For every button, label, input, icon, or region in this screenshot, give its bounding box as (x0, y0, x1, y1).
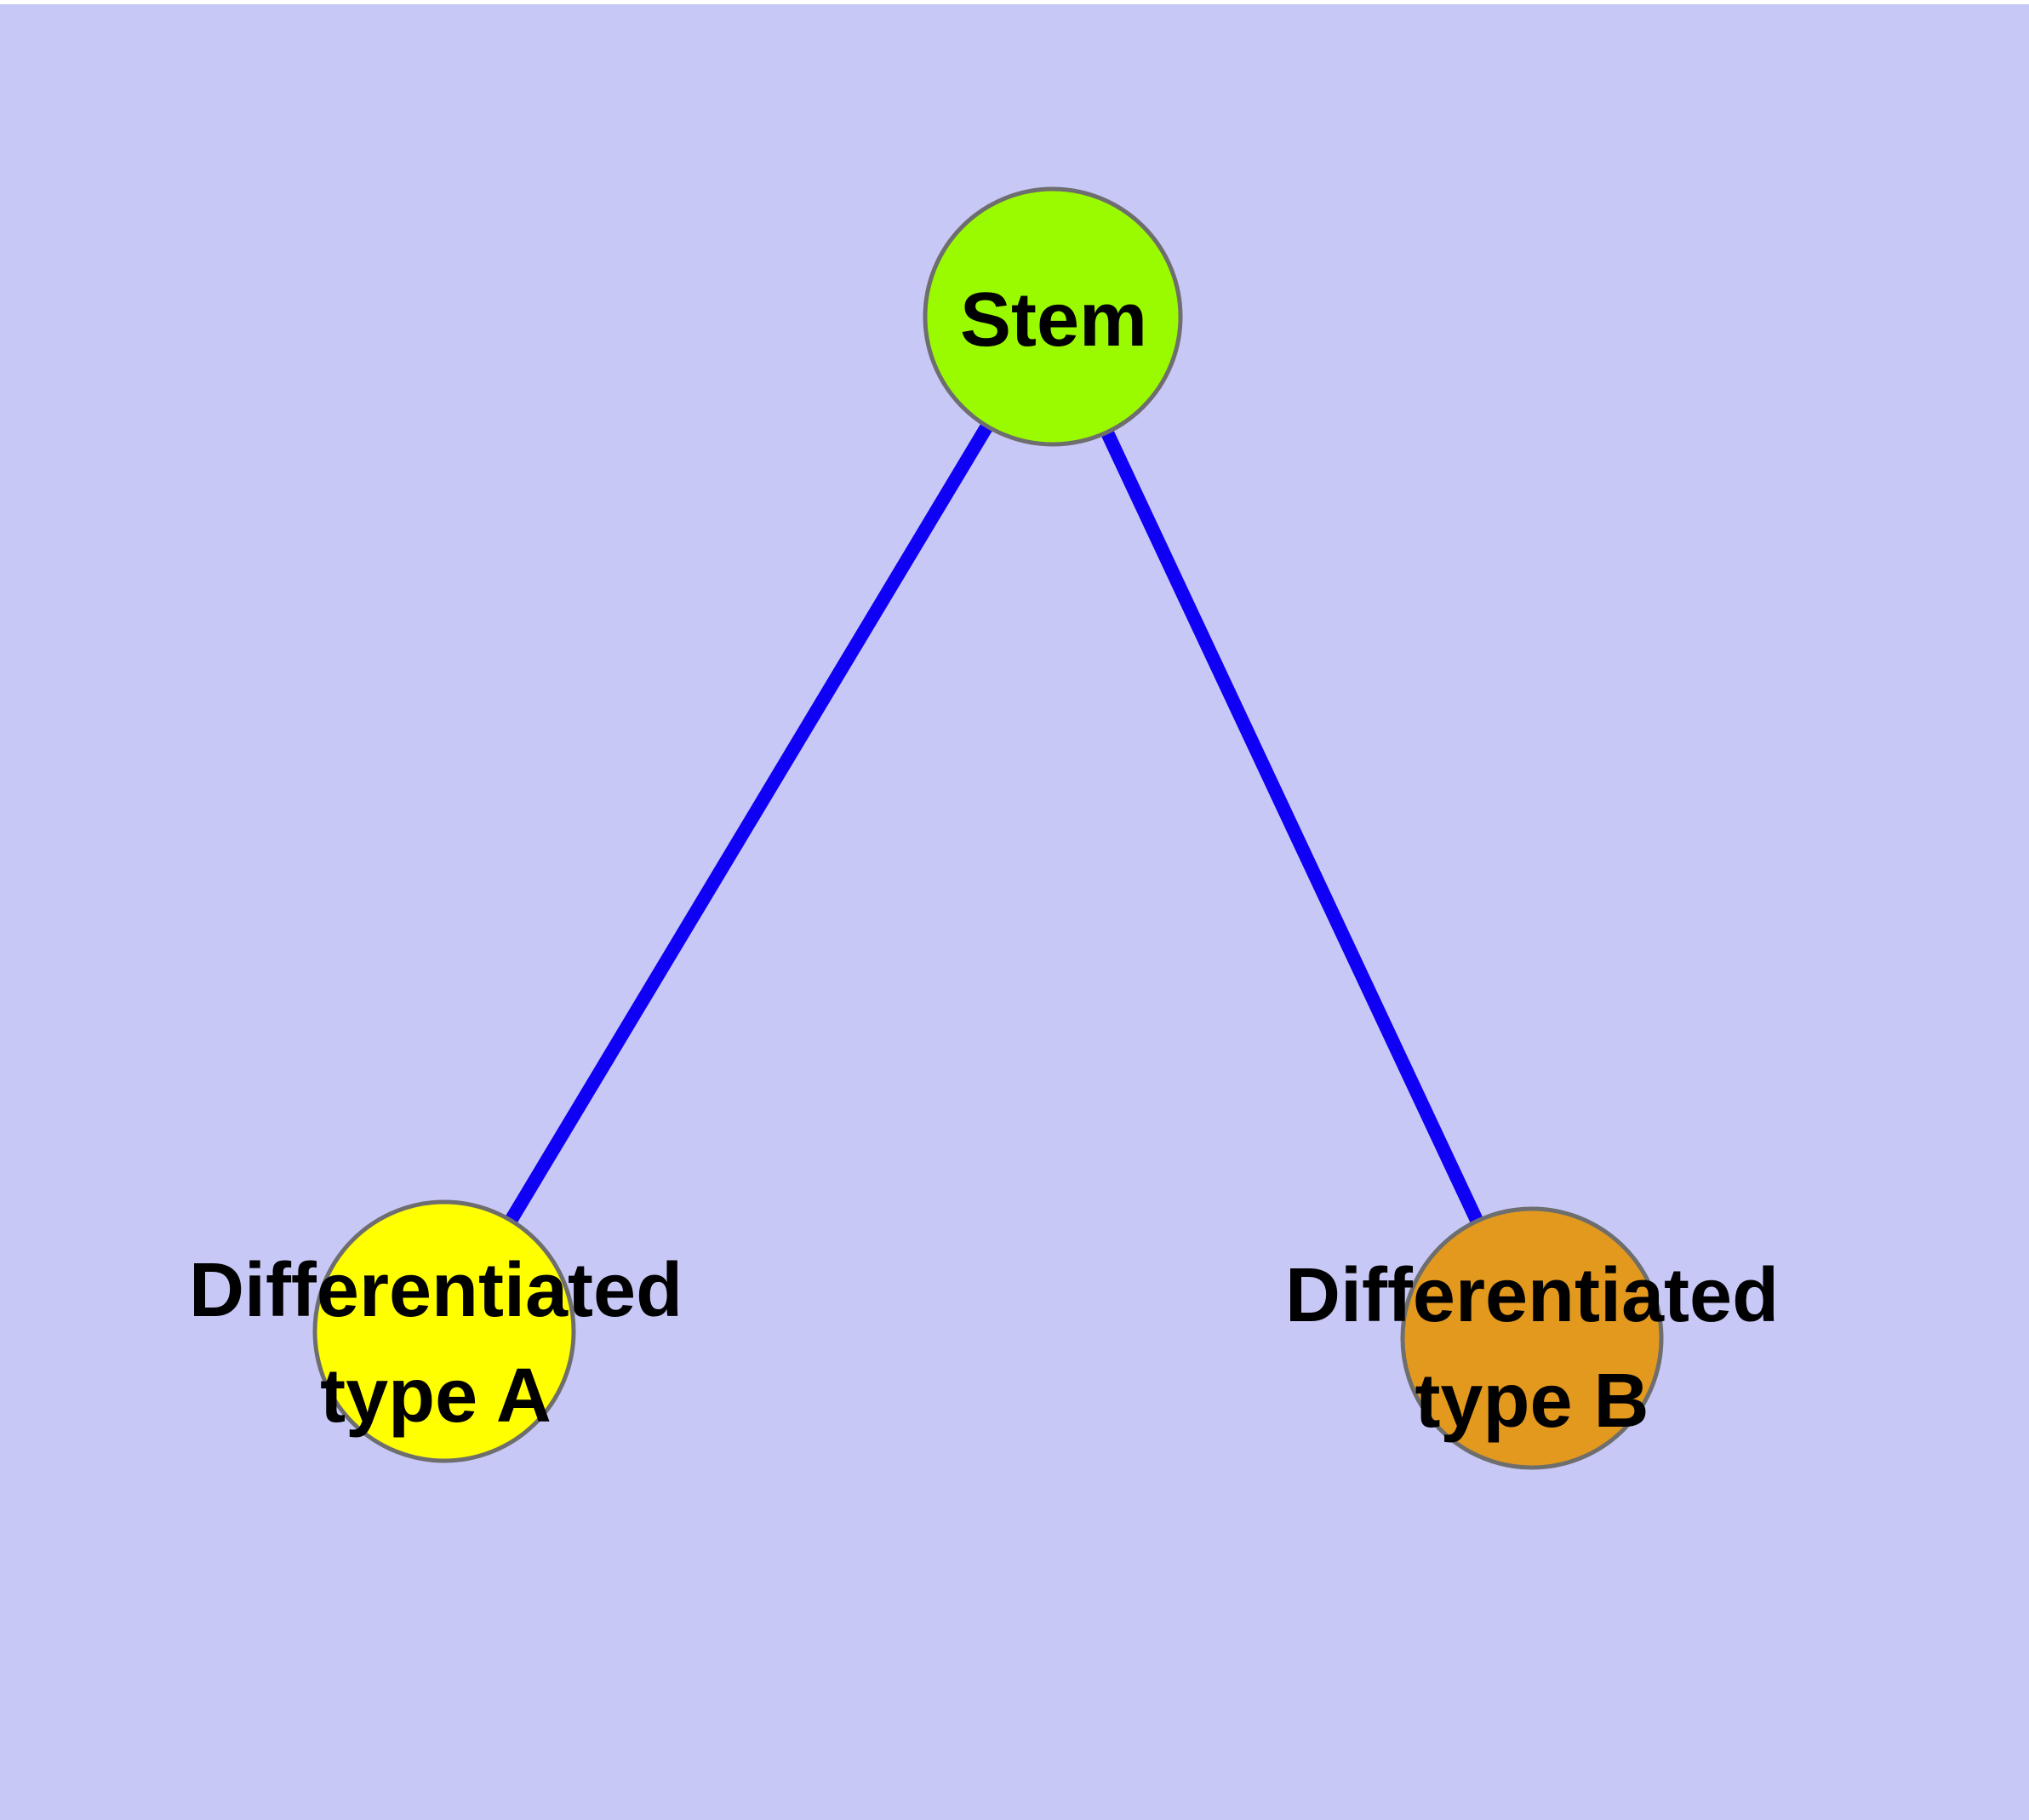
node-stem-label: Stem (960, 267, 1147, 373)
node-type-a-label-line1: Differentiated (188, 1248, 683, 1333)
node-type-b-label-line1: Differentiated (1284, 1253, 1780, 1338)
node-type-a-label: Differentiated type A (189, 1238, 683, 1449)
node-stem-label-line1: Stem (959, 278, 1148, 363)
edge-stem-to-type-b (1046, 313, 1539, 1342)
node-type-b-label: Differentiated type B (1285, 1243, 1779, 1454)
top-margin (0, 0, 2029, 4)
node-type-b-circle (1400, 1206, 1664, 1470)
node-stem-circle (923, 186, 1183, 447)
node-type-a-circle (312, 1199, 576, 1463)
edge-stem-to-type-a (438, 312, 1059, 1336)
node-type-b-label-line2: type B (1415, 1359, 1649, 1444)
node-type-a-label-line2: type A (320, 1354, 552, 1439)
